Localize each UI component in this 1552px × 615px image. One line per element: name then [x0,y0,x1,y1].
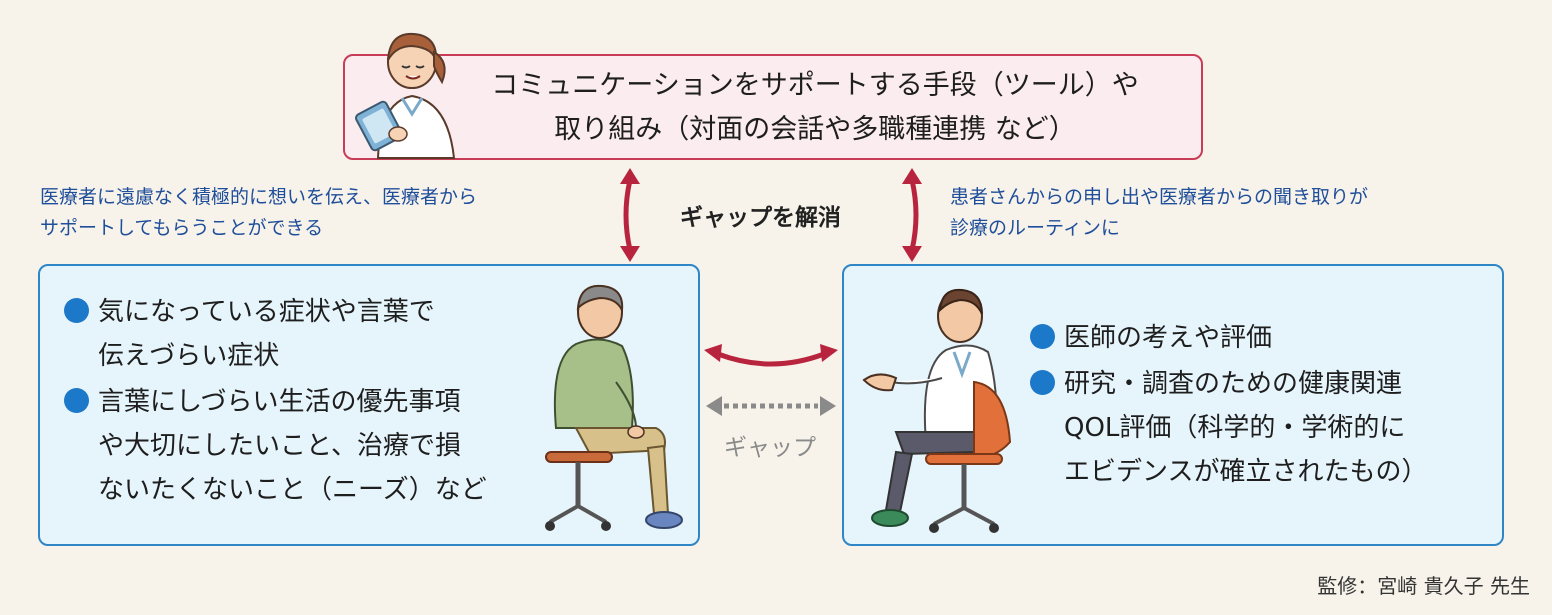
supervision-credit: 監修：宮崎 貴久子 先生 [1317,574,1530,598]
patient-illustration [545,284,683,531]
top-box-line-2: 取り組み（対面の会話や多職種連携 など） [554,114,1076,145]
patient-needs-list: 気になっている症状や言葉で 伝えづらい症状 言葉にしづらい生活の優先事項 や大切… [64,290,534,514]
right-note-line-1: 患者さんからの申し出や医療者からの聞き取りが [950,186,1369,208]
list-item: 言葉にしづらい生活の優先事項 や大切にしたいこと、治療で損 ないたくないこと（ニ… [64,380,534,512]
bullet-icon [64,298,89,323]
right-note: 患者さんからの申し出や医療者からの聞き取りが 診療のルーティンに [950,182,1368,244]
nurse-illustration [355,32,456,159]
left-note-line-1: 医療者に遠慮なく積極的に想いを伝え、医療者から [40,186,478,208]
gap-label: ギャップ [724,435,816,461]
right-vertical-arrow [902,168,922,262]
list-item: 医師の考えや評価 [1030,316,1500,360]
list-item: 気になっている症状や言葉で 伝えづらい症状 [64,290,534,378]
bullet-icon [64,388,89,413]
doctor-illustration [862,288,1012,533]
top-box-tools [343,54,1203,160]
bullet-icon [1030,324,1055,349]
double-arrow-solid [704,344,838,367]
list-item: 研究・調査のための健康関連 QOL評価（科学的・学術的に エビデンスが確立された… [1030,362,1500,494]
bullet-icon [1030,370,1055,395]
top-box-line-1: コミュニケーションをサポートする手段（ツール）や [491,70,1139,101]
doctor-evaluation-list: 医師の考えや評価 研究・調査のための健康関連 QOL評価（科学的・学術的に エビ… [1030,316,1500,496]
left-note: 医療者に遠慮なく積極的に想いを伝え、医療者から サポートしてもらうことができる [40,182,477,244]
gap-resolution-label: ギャップを解消 [680,205,841,231]
right-note-line-2: 診療のルーティンに [950,217,1120,239]
left-vertical-arrow [620,168,640,262]
double-arrow-dotted [706,396,836,416]
left-note-line-2: サポートしてもらうことができる [40,217,324,239]
top-box-text: コミュニケーションをサポートする手段（ツール）や 取り組み（対面の会話や多職種連… [430,64,1200,152]
